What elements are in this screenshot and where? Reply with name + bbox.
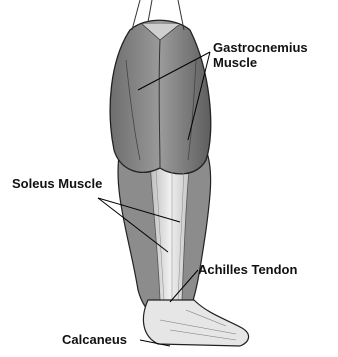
- calcaneus-label: Calcaneus: [62, 332, 127, 347]
- gastrocnemius-muscle-shape: [110, 20, 211, 174]
- achilles-label: Achilles Tendon: [198, 262, 297, 277]
- gastrocnemius-label-line1: Gastrocnemius: [213, 40, 308, 55]
- soleus-label: Soleus Muscle: [12, 176, 102, 191]
- gastrocnemius-label-line2: Muscle: [213, 55, 257, 70]
- foot-shape: [143, 300, 248, 346]
